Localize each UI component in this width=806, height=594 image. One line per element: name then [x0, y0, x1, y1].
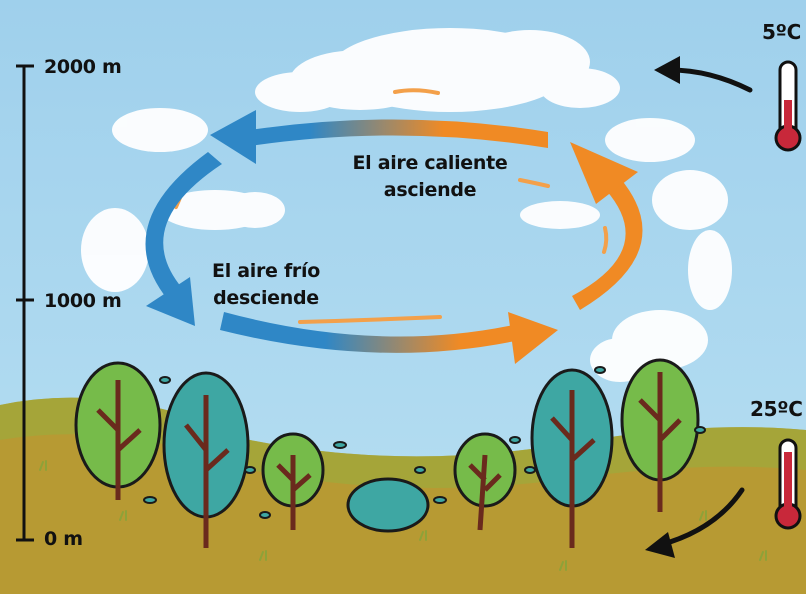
right-arrow-head: [570, 142, 638, 204]
grass-tufts: [39, 460, 767, 571]
bottom-arrow-head: [508, 312, 558, 364]
right-arrow-body: [572, 178, 643, 310]
temperature-label-top: 5ºC: [762, 20, 801, 44]
cloud-top: [255, 28, 620, 112]
convection-arrows: [145, 110, 643, 364]
tree-3: [261, 432, 325, 530]
altitude-label-1000: 1000 m: [44, 290, 122, 312]
thermometer-bottom-icon: [774, 438, 802, 530]
wind-arrow-top-head: [654, 56, 680, 84]
cold-air-label-line-2: desciende: [213, 287, 319, 309]
warm-air-label-line-1: El aire caliente: [352, 152, 508, 174]
cold-air-descends-label: El aire frío desciende: [196, 258, 336, 312]
altitude-scale: [16, 64, 34, 542]
trees: [74, 358, 700, 548]
bottom-arrow-body: [220, 312, 520, 353]
cloud-right: [520, 118, 732, 382]
altitude-label-2000: 2000 m: [44, 56, 122, 78]
tree-4: [453, 432, 517, 531]
wind-arrow-bottom-head: [645, 532, 675, 558]
left-arrow-body: [145, 152, 222, 300]
left-arrow-head: [146, 277, 195, 326]
top-arrow-head: [210, 110, 256, 164]
tree-6: [620, 358, 700, 512]
cold-air-label-line-1: El aire frío: [212, 260, 320, 282]
blown-leaves: [143, 366, 706, 519]
thermometer-top-icon: [774, 60, 802, 152]
clouds: [81, 28, 732, 382]
warm-air-rises-label: El aire caliente asciende: [330, 150, 530, 204]
altitude-label-0: 0 m: [44, 528, 83, 550]
warm-air-label-line-2: asciende: [383, 179, 477, 201]
wind-arrow-bottom: [657, 487, 745, 548]
temperature-label-bottom: 25ºC: [750, 397, 803, 421]
tree-2: [162, 371, 250, 548]
bush: [346, 477, 430, 533]
tree-1: [74, 361, 162, 500]
tree-5: [530, 368, 614, 548]
top-arrow-body: [250, 119, 548, 148]
cloud-left: [81, 108, 285, 292]
